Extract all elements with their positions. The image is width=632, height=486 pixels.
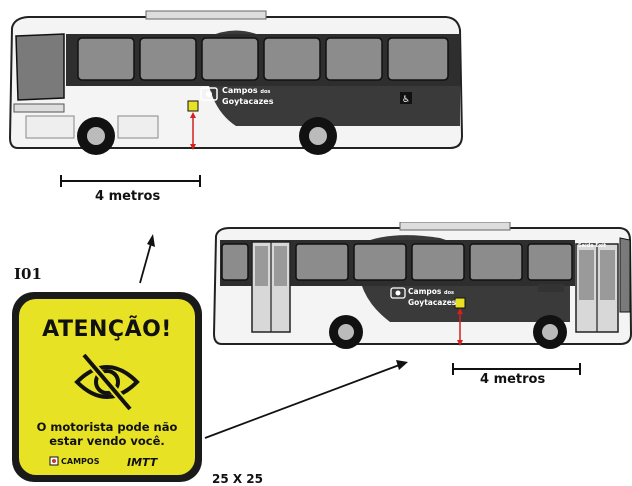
bus2-logo (390, 287, 406, 299)
distance-marker-2 (452, 362, 582, 376)
distance-marker-1 (60, 174, 202, 188)
bus1-logo-line1-small: dos (260, 89, 271, 95)
bus2-door-label: Saída Exit (578, 243, 606, 249)
bus2-logo-text: Campos dos Goytacazes (408, 287, 456, 307)
sign-message-line1: O motorista pode não (36, 420, 178, 434)
bus2-door-label-2: Exit (595, 243, 607, 249)
sign-size-label: 25 X 25 (212, 472, 264, 486)
sign-logo-left: CAMPOS (61, 457, 100, 466)
bus1-logo-line1: Campos (222, 86, 258, 95)
crossed-eye-icon (72, 347, 142, 417)
campos-logo-icon (49, 456, 59, 466)
bus1-logo-text: Campos dos Goytacazes (222, 86, 273, 106)
sign-logo-right: IMTT (127, 456, 158, 469)
bus2-logo-line2: Goytacazes (408, 298, 457, 307)
bus2-logo-line1: Campos (408, 287, 442, 296)
distance-label-1: 4 metros (95, 189, 161, 204)
sign-code: I01 (14, 265, 42, 283)
svg-text:♿: ♿ (402, 95, 410, 105)
sign-message-line2: estar vendo você. (49, 434, 165, 448)
bus1-logo-line2: Goytacazes (222, 97, 274, 106)
warning-sign: ATENÇÃO! O motorista pode não estar vend… (12, 292, 202, 482)
distance-label-2: 4 metros (480, 372, 546, 387)
sign-title: ATENÇÃO! (42, 317, 172, 342)
bus-side-view-2 (210, 222, 632, 352)
warning-sign-face: ATENÇÃO! O motorista pode não estar vend… (19, 299, 195, 475)
bus1-logo (200, 87, 218, 101)
bus2-door-label-1: Saída (578, 243, 594, 249)
bus-side-view-1: ♿ (6, 8, 466, 160)
bus2-logo-line1-small: dos (444, 290, 454, 296)
sign-message: O motorista pode não estar vendo você. (19, 420, 195, 448)
